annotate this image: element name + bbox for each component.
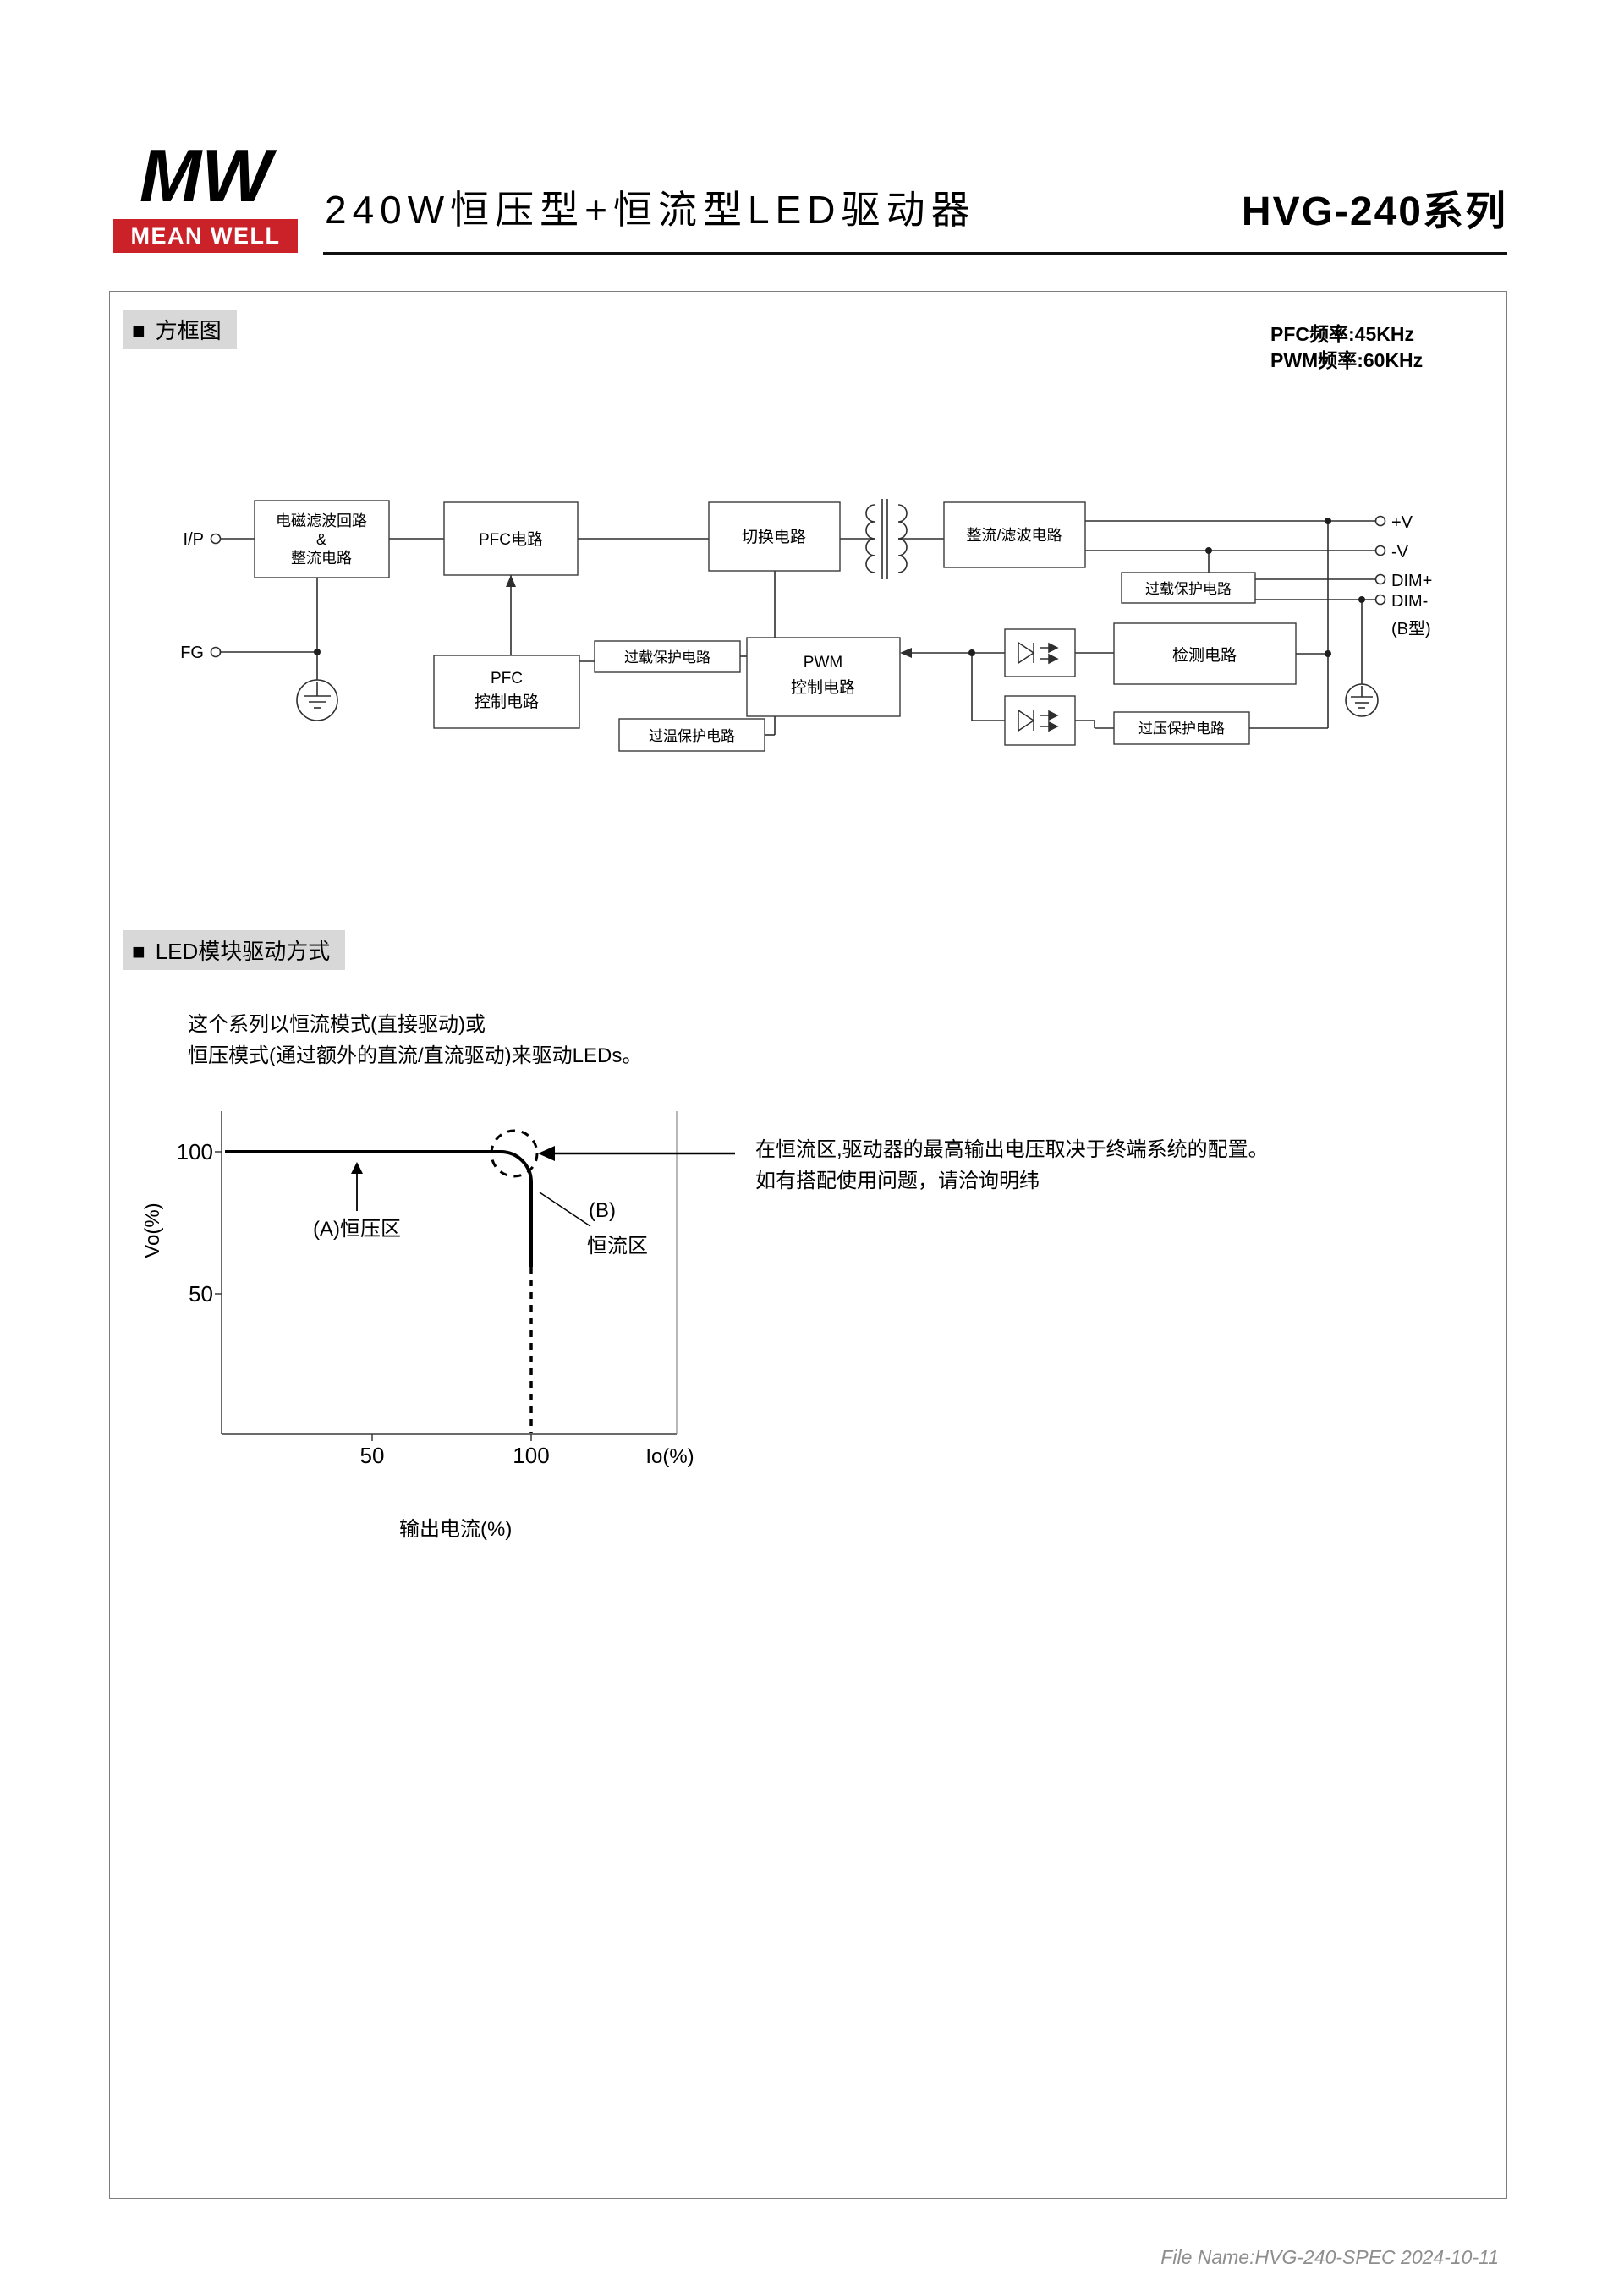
region-b-pointer-line bbox=[539, 1192, 591, 1227]
optocoupler-symbol bbox=[1018, 709, 1059, 732]
block-overload-dim bbox=[1121, 572, 1256, 604]
block-pfc-control bbox=[433, 655, 580, 729]
page-title: 240W恒压型+恒流型LED驱动器 bbox=[325, 188, 976, 232]
block-rectifier-filter bbox=[943, 501, 1086, 568]
label-dimminus: DIM- bbox=[1391, 592, 1428, 611]
arrow-left-icon bbox=[538, 1146, 555, 1161]
x-axis-unit: Io(%) bbox=[645, 1445, 694, 1468]
y-tick-50: 50 bbox=[189, 1281, 213, 1307]
x-tick-50: 50 bbox=[360, 1443, 385, 1468]
block-switching bbox=[708, 501, 841, 572]
junction-dot bbox=[1325, 650, 1331, 657]
x-axis-title: 输出电流(%) bbox=[399, 1518, 513, 1541]
label-ovp: 过压保护电路 bbox=[1138, 721, 1225, 737]
label-switching: 切换电路 bbox=[742, 528, 806, 546]
block-pfc bbox=[443, 501, 579, 576]
content-border-box bbox=[109, 291, 1507, 2199]
terminal-circle-dimplus bbox=[1374, 573, 1386, 585]
function-blocks bbox=[254, 500, 1297, 752]
terminal-circle-vplus bbox=[1374, 515, 1386, 527]
output-ground-icon bbox=[1345, 683, 1379, 717]
led-drive-description: 这个系列以恒流模式(直接驱动)或 恒压模式(通过额外的直流/直流驱动)来驱动LE… bbox=[188, 1009, 642, 1071]
section-block-diagram-title: 方框图 bbox=[155, 318, 222, 343]
junction-dot bbox=[1358, 596, 1365, 603]
label-vminus: -V bbox=[1391, 543, 1409, 562]
note-line-2: 如有搭配使用问题，请洽询明纬 bbox=[755, 1170, 1040, 1192]
region-a-label: (A)恒压区 bbox=[313, 1218, 401, 1241]
frequency-info: PFC频率:45KHz PWM频率:60KHz bbox=[1270, 321, 1423, 374]
square-bullet-icon: ■ bbox=[132, 318, 145, 343]
block-ovp bbox=[1113, 711, 1250, 745]
pwm-frequency: PWM频率:60KHz bbox=[1270, 349, 1424, 371]
note-line-1: 在恒流区,驱动器的最高输出电压取决于终端系统的配置。 bbox=[755, 1138, 1269, 1161]
block-otp bbox=[618, 718, 765, 752]
knee-highlight-circle bbox=[490, 1129, 539, 1178]
label-pfc: PFC电路 bbox=[479, 530, 543, 549]
label-pwm-1: PWM bbox=[804, 654, 842, 671]
junction-dots bbox=[314, 518, 1365, 657]
label-input: I/P bbox=[184, 530, 204, 549]
label-otp: 过温保护电路 bbox=[649, 728, 735, 744]
description-line-1: 这个系列以恒流模式(直接驱动)或 bbox=[188, 1013, 486, 1036]
pfc-frequency: PFC频率:45KHz bbox=[1270, 323, 1414, 345]
label-overload-dim: 过载保护电路 bbox=[1145, 581, 1232, 597]
block-diagram: I/P FG 电磁滤波回路 & 整流电路 PFC电路 切换电路 整流/滤波电路 … bbox=[180, 499, 1432, 752]
region-b-label-1: (B) bbox=[589, 1199, 616, 1222]
label-detection: 检测电路 bbox=[1172, 646, 1237, 665]
label-dimplus: DIM+ bbox=[1391, 572, 1432, 590]
section-led-drive-heading: ■ LED模块驱动方式 bbox=[123, 930, 346, 970]
section-led-drive-title: LED模块驱动方式 bbox=[155, 939, 331, 964]
label-emi-2: & bbox=[316, 531, 326, 548]
junction-dot bbox=[1325, 518, 1331, 524]
description-line-2: 恒压模式(通过额外的直流/直流驱动)来驱动LEDs。 bbox=[188, 1044, 643, 1067]
chart-axes bbox=[215, 1111, 678, 1441]
label-emi-1: 电磁滤波回路 bbox=[276, 512, 367, 529]
optocoupler-icon bbox=[1004, 695, 1076, 746]
optocoupler-symbol bbox=[1018, 641, 1059, 665]
meanwell-mw-icon: MW bbox=[140, 134, 277, 217]
terminal-circle-vminus bbox=[1374, 545, 1386, 556]
logo-wordmark: MEAN WELL bbox=[113, 219, 298, 253]
label-pfc-ctrl-1: PFC bbox=[491, 670, 523, 688]
terminals bbox=[210, 515, 1386, 658]
terminal-circle-fg bbox=[210, 646, 222, 658]
series-title: HVG-240系列 bbox=[1241, 189, 1507, 234]
label-pwm-2: 控制电路 bbox=[791, 678, 855, 697]
x-tick-100: 100 bbox=[513, 1443, 549, 1468]
label-vplus: +V bbox=[1391, 513, 1413, 532]
label-rectifier-filter: 整流/滤波电路 bbox=[966, 527, 1062, 544]
y-axis-label: Vo(%) bbox=[141, 1203, 164, 1258]
cc-region-note: 在恒流区,驱动器的最高输出电压取决于终端系统的配置。 如有搭配使用问题，请洽询明… bbox=[755, 1134, 1269, 1197]
section-block-diagram-heading: ■ 方框图 bbox=[123, 310, 237, 349]
arrow-up-icon bbox=[506, 575, 516, 587]
label-emi-3: 整流电路 bbox=[291, 550, 352, 567]
label-btype: (B型) bbox=[1391, 619, 1431, 638]
arrow-left-icon bbox=[900, 648, 912, 658]
junction-dot bbox=[1205, 547, 1212, 554]
terminal-circle-dimminus bbox=[1374, 594, 1386, 606]
label-pfc-ctrl-2: 控制电路 bbox=[475, 693, 539, 711]
square-bullet-icon: ■ bbox=[132, 939, 145, 964]
optocoupler-icon bbox=[1004, 628, 1076, 677]
region-b-label-2: 恒流区 bbox=[587, 1235, 648, 1258]
vi-characteristic-chart: (A)恒压区 (B) 恒流区 100 50 50 100 Io(%) Vo(%) bbox=[141, 1111, 735, 1468]
block-detection bbox=[1113, 622, 1297, 685]
junction-dot bbox=[968, 649, 975, 656]
y-tick-100: 100 bbox=[177, 1139, 213, 1164]
header-rule bbox=[323, 252, 1507, 255]
arrow-up-icon bbox=[351, 1162, 363, 1174]
earth-ground-icon bbox=[296, 679, 338, 721]
terminal-circle-input bbox=[210, 533, 222, 545]
block-pwm-control bbox=[746, 637, 901, 717]
junction-dot bbox=[314, 649, 321, 655]
logo-mark: MW bbox=[140, 134, 277, 215]
file-info: File Name:HVG-240-SPEC 2024-10-11 bbox=[1160, 2246, 1499, 2268]
block-overload bbox=[594, 640, 741, 673]
meanwell-logo: MW MEAN WELL bbox=[113, 134, 298, 253]
label-fg: FG bbox=[180, 644, 204, 662]
transformer-icon bbox=[865, 499, 908, 579]
label-overload: 过载保护电路 bbox=[624, 649, 710, 666]
cv-curve-line bbox=[225, 1150, 533, 1267]
block-emi-rectifier bbox=[254, 500, 390, 578]
